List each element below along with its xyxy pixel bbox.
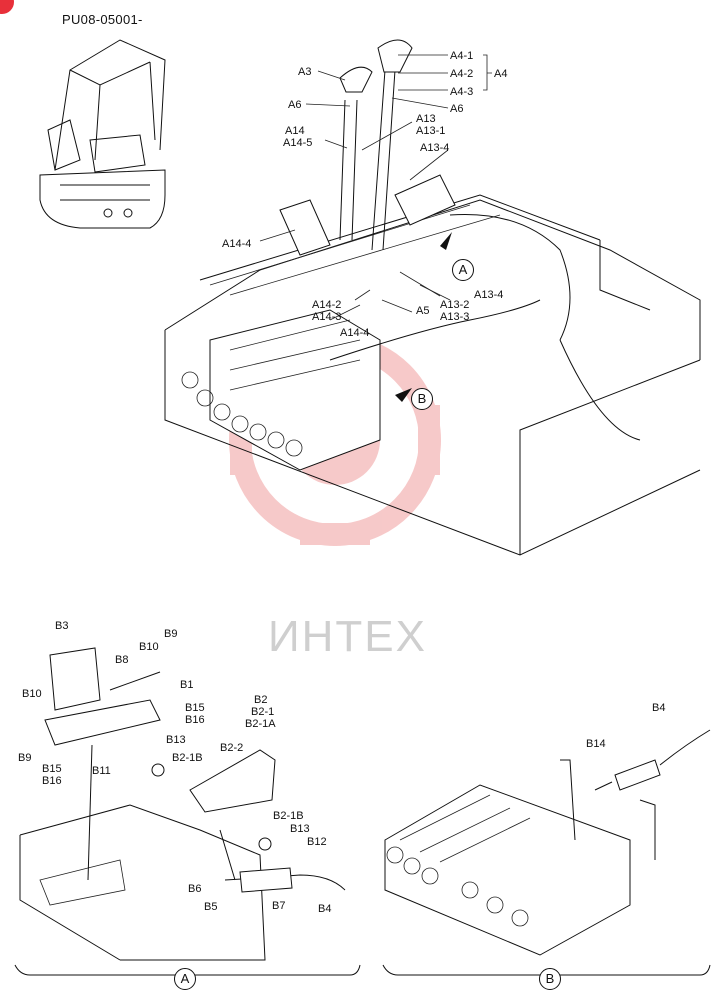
label-a14-4-left: A14-4: [222, 238, 252, 250]
label-b15-left: B15: [42, 763, 62, 775]
label-b7: B7: [272, 900, 286, 912]
diagram-code: PU08-05001-: [62, 12, 143, 27]
watermark-text: ИНТЕХ: [268, 612, 427, 661]
label-b3: B3: [55, 620, 69, 632]
label-b13-top: B13: [166, 734, 186, 746]
label-a13-4-top: A13-4: [420, 142, 450, 154]
label-b8: B8: [115, 654, 129, 666]
detail-a-drawing: [14, 647, 361, 986]
label-a3: A3: [298, 66, 312, 78]
label-b16-left: B16: [42, 775, 62, 787]
label-b15-right: B15: [185, 702, 205, 714]
label-b13-bottom: B13: [290, 823, 310, 835]
label-b9-top: B9: [164, 628, 178, 640]
excavator-thumbnail: [39, 39, 166, 229]
label-a4-1: A4-1: [450, 50, 474, 62]
label-b4-detail-a: B4: [318, 903, 332, 915]
label-b2-1b-top: B2-1B: [172, 752, 203, 764]
label-a13-4-right: A13-4: [474, 289, 504, 301]
label-b1: B1: [180, 679, 194, 691]
label-a13-3: A13-3: [440, 311, 470, 323]
label-a13-2: A13-2: [440, 299, 470, 311]
callout-a: A: [452, 259, 474, 281]
label-b10-left: B10: [22, 688, 42, 700]
label-b2-1b-bottom: B2-1B: [273, 810, 304, 822]
label-a4: A4: [494, 68, 508, 80]
label-b2-1: B2-1: [251, 706, 275, 718]
callout-b: B: [411, 388, 433, 410]
label-a5: A5: [416, 305, 430, 317]
section-label-a: A: [174, 968, 196, 990]
label-a13: A13: [416, 113, 436, 125]
label-a14-4-bottom: A14-4: [340, 327, 370, 339]
label-a14-3: A14-3: [312, 311, 342, 323]
section-label-b: B: [539, 968, 561, 990]
main-assembly-drawing: [164, 39, 701, 556]
label-b11: B11: [92, 765, 111, 777]
detail-b-drawing: [382, 729, 711, 986]
label-b16-right: B16: [185, 714, 205, 726]
label-b10-top: B10: [139, 641, 159, 653]
label-a6-left: A6: [288, 99, 302, 111]
label-a14-2: A14-2: [312, 299, 342, 311]
label-a13-1: A13-1: [416, 125, 446, 137]
label-a4-3: A4-3: [450, 86, 474, 98]
label-b5: B5: [204, 901, 218, 913]
label-b6: B6: [188, 883, 202, 895]
label-b9-left: B9: [18, 752, 32, 764]
label-b2-1a: B2-1A: [245, 718, 276, 730]
label-b12: B12: [307, 836, 327, 848]
label-b14: B14: [586, 738, 606, 750]
label-a6-right: A6: [450, 103, 464, 115]
label-b2-2: B2-2: [220, 742, 244, 754]
label-a4-2: A4-2: [450, 68, 474, 80]
label-a14-5: A14-5: [283, 137, 313, 149]
label-b4-detail-b: B4: [652, 702, 666, 714]
label-a14: A14: [285, 125, 305, 137]
label-b2: B2: [254, 694, 268, 706]
